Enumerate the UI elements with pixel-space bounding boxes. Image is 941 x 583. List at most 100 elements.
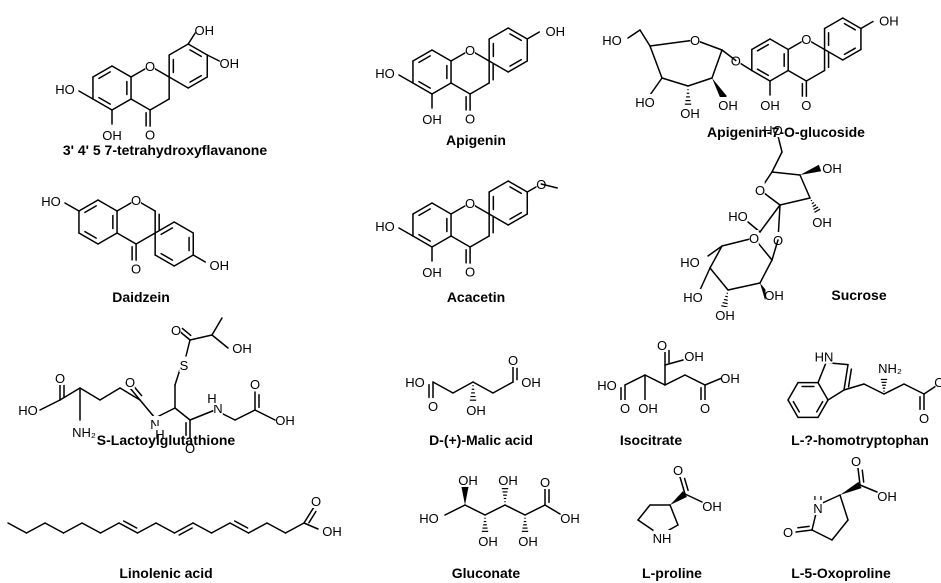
- atom-label-bg: [423, 264, 441, 279]
- single-bond: [684, 374, 706, 386]
- atom-label-o: O: [801, 98, 811, 113]
- atom-label-ho: HO: [55, 82, 75, 97]
- single-bond: [507, 60, 529, 73]
- atom-label-o: O: [55, 371, 65, 386]
- atom-label-bg: [250, 376, 260, 391]
- single-bond: [398, 227, 414, 237]
- single-bond: [155, 522, 176, 534]
- caption-l-proline: L-proline: [642, 565, 702, 581]
- single-bond: [59, 387, 81, 401]
- caption-apigenin: Apigenin: [446, 132, 506, 148]
- atom-label-bg: [423, 111, 441, 126]
- single-bond: [664, 374, 686, 386]
- atom-label-o: O: [145, 128, 155, 143]
- double-bond: [847, 368, 853, 388]
- atom-label-bg: [465, 195, 475, 210]
- single-bond: [303, 522, 319, 530]
- single-bond: [777, 135, 783, 153]
- atom-label-bg: [42, 193, 60, 208]
- atom-label-bg: [428, 398, 438, 413]
- single-bond: [860, 20, 874, 30]
- atom-label-oh: OH: [458, 473, 478, 488]
- single-bond: [234, 409, 256, 421]
- atom-label-bg: [499, 472, 517, 487]
- wedge-bond: [461, 487, 469, 505]
- single-bond: [843, 383, 865, 391]
- single-bond: [154, 254, 175, 267]
- single-bond: [303, 506, 315, 524]
- double-bond: [122, 520, 138, 529]
- hashed-bond: [814, 208, 821, 213]
- atom-label-o: O: [657, 338, 667, 353]
- caption-apigenin-7-o-glucoside: Apigenin-7-O-glucoside: [707, 124, 865, 140]
- aromatic-inner-bond: [98, 71, 111, 80]
- single-bond: [129, 387, 141, 401]
- atom-label-bg: [749, 230, 759, 245]
- atom-label-o: O: [311, 494, 321, 509]
- atom-label-bg: [636, 94, 654, 109]
- single-bond: [817, 399, 829, 419]
- atom-label-bg: [55, 370, 65, 385]
- atom-label-bg: [145, 58, 155, 73]
- single-bond: [707, 245, 723, 257]
- atom-label-bg: [653, 530, 671, 545]
- atom-label-bg: [155, 426, 165, 441]
- single-bond: [254, 409, 276, 421]
- atom-label-bg: [19, 402, 37, 417]
- atom-label-o: O: [690, 33, 700, 48]
- atom-label-o: O: [428, 399, 438, 414]
- single-bond: [154, 221, 175, 234]
- hashed-bond: [813, 206, 819, 210]
- aromatic-inner-bond: [509, 58, 523, 67]
- atom-label-bg: [185, 440, 195, 455]
- atom-label-bg: [603, 32, 621, 47]
- single-bond: [507, 27, 529, 40]
- double-bond: [181, 327, 192, 337]
- atom-label-bg: [145, 126, 155, 142]
- single-bond: [649, 77, 663, 96]
- single-bond: [139, 399, 156, 419]
- wedge-bond: [712, 78, 728, 100]
- atom-label-bg: [195, 22, 213, 37]
- hashed-bond: [811, 201, 815, 205]
- caption-sucrose: Sucrose: [831, 287, 886, 303]
- atom-label-bg: [276, 412, 294, 427]
- single-bond: [526, 31, 541, 40]
- single-bond: [799, 174, 811, 199]
- atom-label-bg: [467, 402, 485, 417]
- atom-label-oh: OH: [638, 401, 658, 416]
- aromatic-inner-bond: [756, 68, 770, 77]
- single-bond: [779, 197, 811, 206]
- single-bond: [174, 407, 191, 421]
- atom-label-bg: [721, 370, 739, 385]
- single-bond: [92, 65, 113, 78]
- aromatic-inner-bond: [418, 233, 431, 242]
- hashed-bond: [722, 301, 728, 305]
- single-bond: [206, 54, 221, 62]
- atom-label-bg: [519, 533, 537, 548]
- atom-label-oh: OH: [684, 349, 704, 364]
- caption-acacetin: Acacetin: [447, 289, 505, 305]
- single-bond: [507, 180, 529, 193]
- atom-label-o: O: [755, 183, 765, 198]
- atom-label-bg: [935, 374, 941, 389]
- single-bond: [130, 98, 151, 111]
- atom-label-oh: OH: [560, 511, 580, 526]
- atom-label-oh: OH: [546, 24, 566, 39]
- atom-label-o: O: [465, 196, 475, 211]
- atom-label-oh: OH: [478, 534, 498, 549]
- single-bond: [859, 484, 878, 493]
- atom-label-ho: HO: [419, 511, 439, 526]
- atom-label-bg: [813, 500, 823, 515]
- atom-label-bg: [598, 377, 616, 392]
- single-bond: [412, 202, 433, 215]
- atom-label-oh: OH: [812, 215, 832, 230]
- single-bond: [97, 232, 118, 245]
- aromatic-inner-bond: [160, 252, 174, 261]
- single-bond: [751, 69, 771, 82]
